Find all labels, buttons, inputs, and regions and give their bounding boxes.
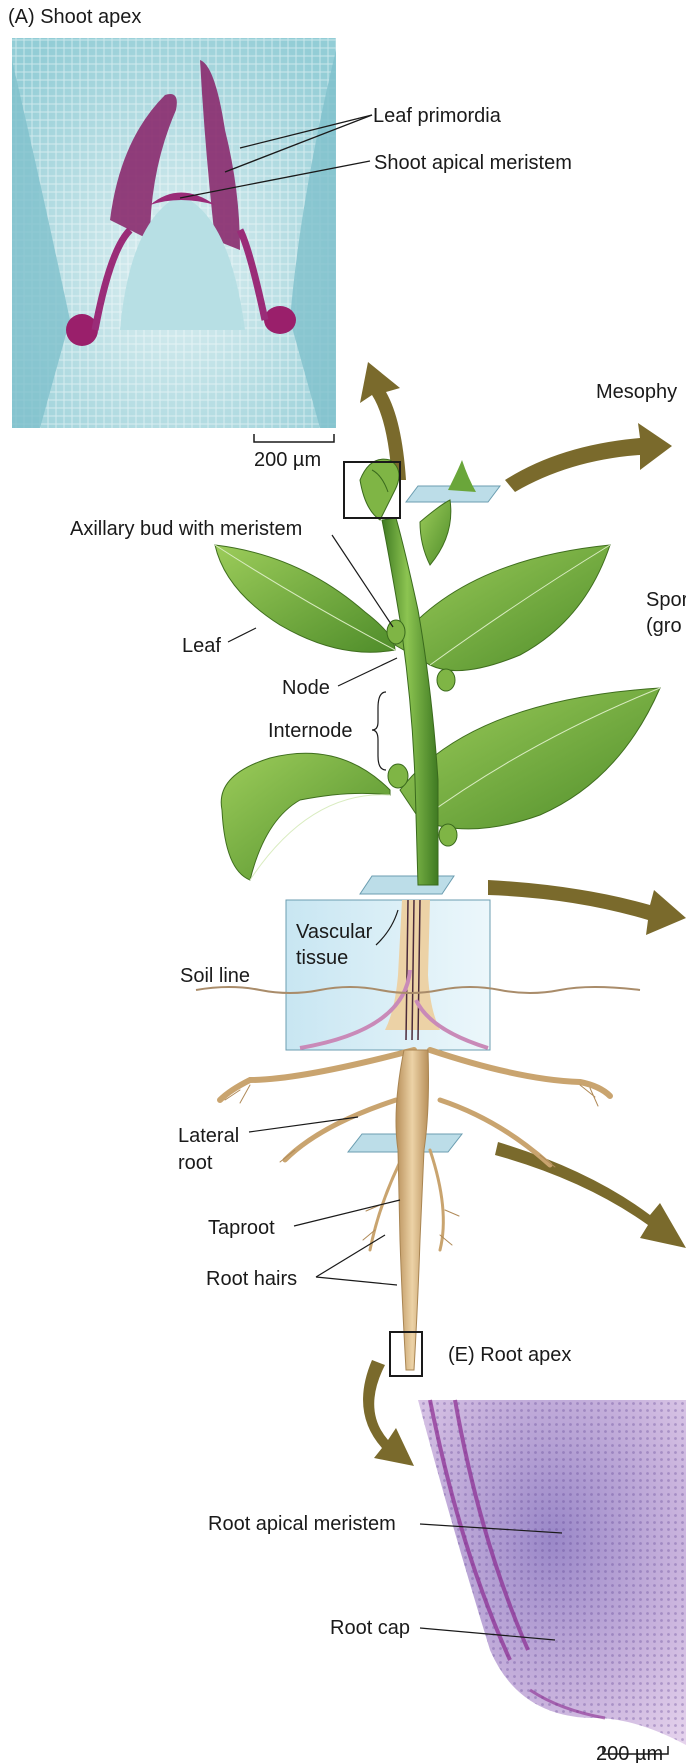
shoot-scale-bar-label: 200 µm bbox=[254, 449, 321, 471]
taproot-label: Taproot bbox=[208, 1217, 275, 1239]
mesophyll-label: Mesophy bbox=[596, 381, 677, 403]
root-cap-label: Root cap bbox=[330, 1617, 410, 1639]
shoot-apex-micrograph bbox=[12, 38, 336, 442]
internode-label: Internode bbox=[268, 720, 353, 742]
shoot-apex-title: (A) Shoot apex bbox=[8, 6, 141, 28]
leaf-section-sample bbox=[448, 460, 476, 492]
root-hairs-label: Root hairs bbox=[206, 1268, 297, 1290]
root-apex-micrograph bbox=[418, 1400, 686, 1754]
vascular-tissue-label-line1: Vascular bbox=[296, 921, 373, 943]
vascular-tissue-label-line2: tissue bbox=[296, 947, 348, 969]
root-apical-meristem-label: Root apical meristem bbox=[208, 1513, 396, 1535]
sporophyte-label-line1: Spor bbox=[646, 589, 686, 611]
root-apex-title: (E) Root apex bbox=[448, 1344, 571, 1366]
sporophyte-label-line2: (gro bbox=[646, 615, 682, 637]
lateral-root-label-line1: Lateral bbox=[178, 1125, 239, 1147]
shoot-apical-meristem-label: Shoot apical meristem bbox=[374, 152, 572, 174]
axillary-bud-label: Axillary bud with meristem bbox=[70, 518, 302, 540]
taproot bbox=[396, 1050, 429, 1370]
root-scale-bar-label: 200 µm bbox=[596, 1743, 663, 1763]
node-label: Node bbox=[282, 677, 330, 699]
leaf-primordia-label: Leaf primordia bbox=[373, 105, 502, 127]
lateral-root-label-line2: root bbox=[178, 1152, 213, 1174]
leaf-label: Leaf bbox=[182, 635, 221, 657]
soil-line-label: Soil line bbox=[180, 965, 250, 987]
